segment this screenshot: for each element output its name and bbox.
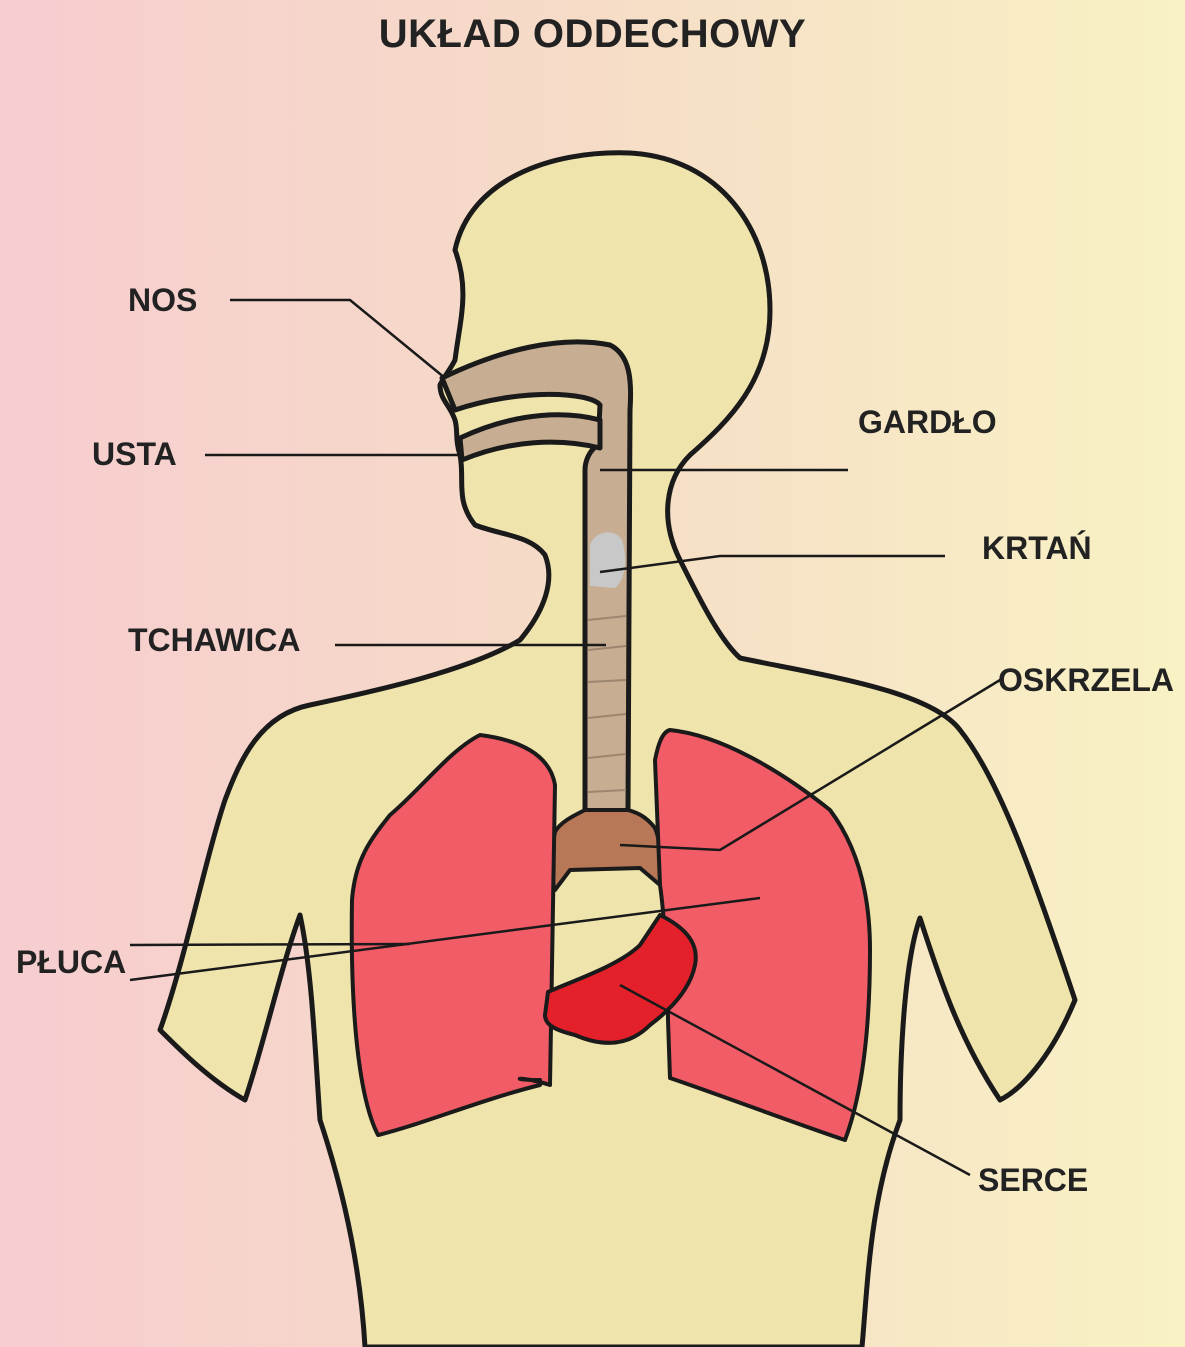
pluca-leader-left xyxy=(130,944,410,945)
label-oskrzela: OSKRZELA xyxy=(998,662,1174,699)
label-nos: NOS xyxy=(128,282,197,319)
label-tchawica: TCHAWICA xyxy=(128,622,300,659)
label-usta: USTA xyxy=(92,436,177,473)
label-pluca: PŁUCA xyxy=(16,944,126,981)
label-krtan: KRTAŃ xyxy=(982,530,1092,567)
label-gardlo: GARDŁO xyxy=(858,404,997,441)
diagram-title: UKŁAD ODDECHOWY xyxy=(0,12,1185,57)
larynx xyxy=(590,532,625,588)
label-serce: SERCE xyxy=(978,1162,1088,1199)
nos-leader xyxy=(230,300,445,378)
